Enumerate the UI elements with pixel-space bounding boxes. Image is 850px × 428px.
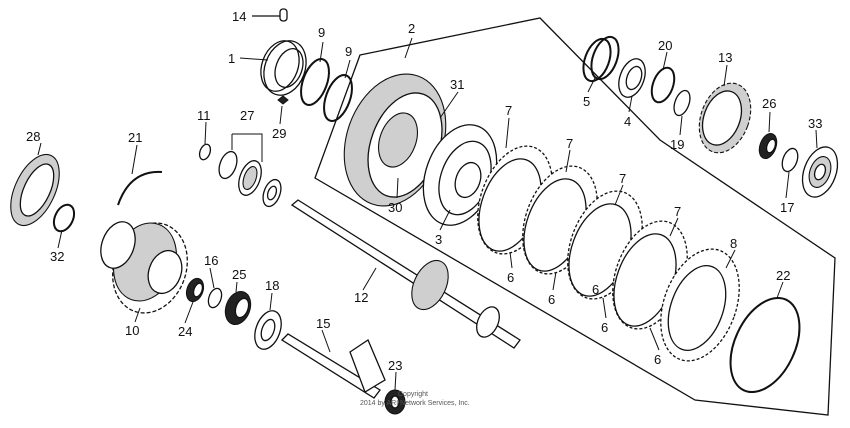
copyright-notice: Copyright 2014 by ARI Network Services, …: [360, 391, 470, 407]
label-22: 22: [776, 268, 790, 283]
label-7b: 7: [566, 136, 573, 151]
callout-labels: 14 1 9 9 2 31 7 7 7 7 8 22 30 3 6 6 6 6 …: [26, 9, 822, 373]
label-27: 27: [240, 108, 254, 123]
label-15: 15: [316, 316, 330, 331]
label-6a: 6: [507, 270, 514, 285]
part-27-bearing-set: [218, 133, 282, 208]
label-6c: 6: [601, 320, 608, 335]
label-7d: 7: [674, 204, 681, 219]
label-3: 3: [435, 232, 442, 247]
part-26-needle-bearing: [758, 132, 778, 160]
part-18-thrust-washer: [254, 310, 282, 350]
label-20: 20: [658, 38, 672, 53]
part-1-ring: [260, 40, 307, 96]
part-15-shaft: [280, 333, 386, 399]
label-13: 13: [718, 50, 732, 65]
label-26: 26: [762, 96, 776, 111]
part-20-ring: [650, 66, 676, 104]
label-29: 29: [272, 126, 286, 141]
part-5-seal-rings: [582, 35, 620, 83]
label-12: 12: [354, 290, 368, 305]
clutch-plate-stack: [477, 145, 740, 362]
copyright-line-1: Copyright: [398, 391, 428, 398]
part-31-clutch-drum: [343, 73, 447, 207]
part-29-washer: [277, 95, 289, 105]
part-28-ring: [10, 153, 60, 227]
label-24: 24: [178, 324, 192, 339]
part-22-snap-ring: [729, 296, 801, 394]
label-7c: 7: [619, 171, 626, 186]
part-14-pin: [252, 8, 288, 22]
label-5: 5: [583, 94, 590, 109]
part-21-clip: [117, 170, 163, 206]
part-24-needle-bearing: [185, 277, 205, 303]
part-23-bearing: [384, 389, 406, 415]
label-16: 16: [204, 253, 218, 268]
part-4-ring: [618, 58, 646, 98]
leader-lines: [37, 37, 818, 391]
label-7a: 7: [505, 103, 512, 118]
part-17-washer: [781, 147, 799, 173]
label-9b: 9: [345, 44, 352, 59]
label-6d: 6: [654, 352, 661, 367]
label-14: 14: [232, 9, 246, 24]
part-25-needle-bearing: [224, 291, 252, 325]
label-6e: 6: [592, 282, 599, 297]
part-16-washer: [207, 287, 223, 309]
copyright-line-2: 2014 by ARI Network Services, Inc.: [360, 400, 470, 407]
assembly-outline: [314, 17, 836, 416]
label-2: 2: [408, 21, 415, 36]
label-17: 17: [780, 200, 794, 215]
label-33: 33: [808, 116, 822, 131]
part-19-washer: [673, 89, 691, 117]
label-4: 4: [624, 114, 631, 129]
part-13-gear: [698, 82, 752, 154]
label-6b: 6: [548, 292, 555, 307]
label-18: 18: [265, 278, 279, 293]
part-32-o-ring: [52, 203, 76, 233]
label-31: 31: [450, 77, 464, 92]
label-8: 8: [730, 236, 737, 251]
label-30: 30: [388, 200, 402, 215]
part-12-shaft: [290, 199, 521, 349]
label-19: 19: [670, 137, 684, 152]
label-1: 1: [228, 51, 235, 66]
label-25: 25: [232, 267, 246, 282]
part-11-washer: [198, 143, 212, 161]
part-33-ball-bearing: [801, 146, 839, 198]
label-32: 32: [50, 249, 64, 264]
label-21: 21: [128, 130, 142, 145]
label-11: 11: [197, 108, 211, 123]
part-10-gear: [100, 221, 188, 314]
label-23: 23: [388, 358, 402, 373]
label-9a: 9: [318, 25, 325, 40]
label-10: 10: [125, 323, 139, 338]
label-28: 28: [26, 129, 40, 144]
